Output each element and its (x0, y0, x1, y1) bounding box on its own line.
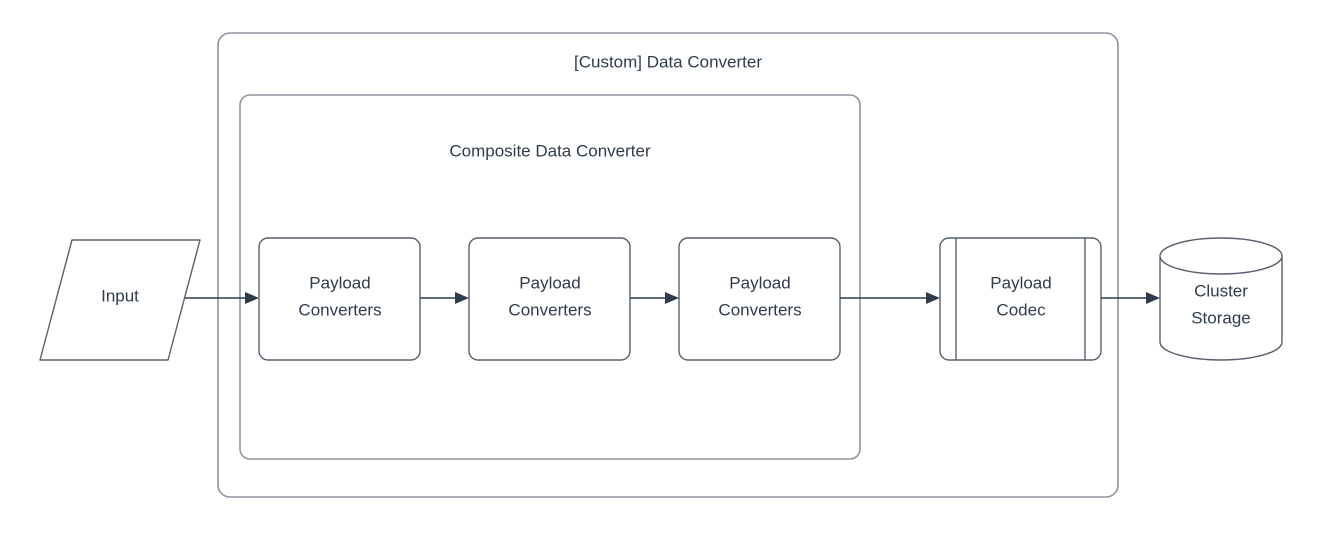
arrow-head-icon (926, 292, 940, 304)
connector-payload-codec-to-cluster-storage (1101, 292, 1160, 304)
node-payload-converters-3[interactable]: Payload Converters (678, 237, 841, 361)
composite-data-converter-label: Composite Data Converter (449, 141, 651, 160)
payload-converters-2-label-line1: Payload (519, 273, 580, 292)
connector-payload-converters-1-to-payload-converters-2 (420, 292, 469, 304)
connector-payload-converters-2-to-payload-converters-3 (630, 292, 679, 304)
node-payload-converters-2[interactable]: Payload Converters (468, 237, 631, 361)
cluster-storage-cylinder-top (1159, 237, 1283, 275)
payload-converters-3-label-line1: Payload (729, 273, 790, 292)
arrow-head-icon (245, 292, 259, 304)
payload-converters-1-label-line2: Converters (298, 300, 381, 319)
payload-codec-box (939, 237, 1102, 361)
payload-codec-label-line2: Codec (996, 300, 1046, 319)
cluster-storage-cylinder-body (1159, 256, 1283, 361)
cluster-storage-label-line2: Storage (1191, 308, 1251, 327)
arrow-head-icon (455, 292, 469, 304)
node-payload-codec[interactable]: Payload Codec (939, 237, 1102, 361)
connector-payload-converters-3-to-payload-codec (840, 292, 940, 304)
payload-codec-label-line1: Payload (990, 273, 1051, 292)
cluster-storage-label-line1: Cluster (1194, 281, 1248, 300)
node-cluster-storage[interactable]: Cluster Storage (1159, 237, 1283, 361)
custom-data-converter-label: [Custom] Data Converter (574, 52, 762, 71)
connector-input-to-payload-converters-1 (185, 292, 259, 304)
input-parallelogram-shape (39, 239, 201, 361)
payload-converters-2-box (468, 237, 631, 361)
arrow-head-icon (665, 292, 679, 304)
payload-converters-1-label-line1: Payload (309, 273, 370, 292)
payload-converters-3-box (678, 237, 841, 361)
payload-converters-3-label-line2: Converters (718, 300, 801, 319)
input-label: Input (101, 286, 139, 305)
node-input[interactable]: Input (39, 239, 201, 361)
payload-converters-2-label-line2: Converters (508, 300, 591, 319)
arrow-head-icon (1146, 292, 1160, 304)
node-payload-converters-1[interactable]: Payload Converters (258, 237, 421, 361)
payload-converters-1-box (258, 237, 421, 361)
